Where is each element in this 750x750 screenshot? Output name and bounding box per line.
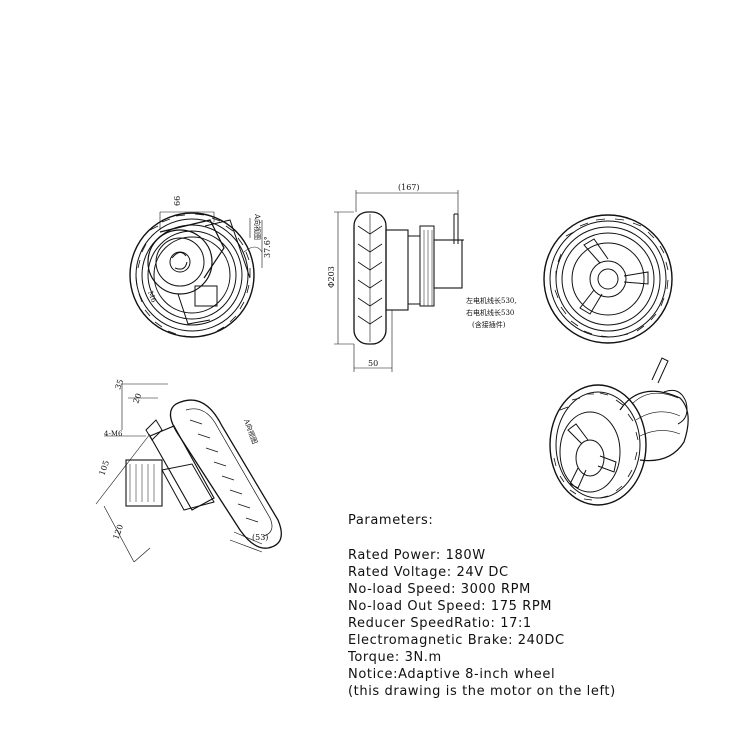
perspective-view-spokes <box>567 423 617 489</box>
side-view-note-2: 右电机线长530 <box>466 308 514 317</box>
iso-view: 35 20 4-M6 105 120 (53) A向视图 <box>95 378 282 563</box>
side-view-dimensions <box>334 190 459 372</box>
param-rated-voltage: Rated Voltage: 24V DC <box>348 565 509 580</box>
front-view-motor-housing <box>147 219 251 325</box>
side-view-dim-bottom: 50 <box>368 359 378 368</box>
front-view-view-label: A向视图 <box>253 213 262 240</box>
side-view-note-1: 左电机线长530, <box>466 296 517 305</box>
param-torque: Torque: 3N.m <box>348 650 442 665</box>
parameters-block: Parameters: Rated Power: 180W Rated Volt… <box>348 512 616 700</box>
perspective-view <box>549 357 689 506</box>
front-view-hub-label: M6 <box>146 290 158 304</box>
iso-view-dim-d: 120 <box>111 523 125 540</box>
param-electromagnetic-brake: Electromagnetic Brake: 240DC <box>348 633 565 648</box>
parameters-title: Parameters: <box>348 513 434 528</box>
iso-view-dim-a: 35 <box>113 378 125 391</box>
param-notice: Notice:Adaptive 8-inch wheel <box>348 667 556 682</box>
front-view-dim-angle: 37.6° <box>263 236 272 258</box>
iso-view-tire <box>169 399 282 549</box>
front-view-tread <box>135 213 251 338</box>
iso-view-dim-bolts: 4-M6 <box>104 430 123 438</box>
side-view-tire <box>353 211 387 345</box>
front-view-dim-top: 66 <box>173 196 182 206</box>
front-view-dimensions <box>159 211 263 268</box>
side-view-motor <box>385 213 464 311</box>
perspective-view-motor <box>619 357 689 462</box>
perspective-view-tire <box>549 384 647 506</box>
side-view-dim-length: (167) <box>398 183 420 192</box>
iso-view-dim-e: (53) <box>252 533 268 542</box>
param-no-load-out-speed: No-load Out Speed: 175 RPM <box>348 599 553 614</box>
side-view: (167) Φ203 50 左电机线长530, 右电机线长530 (含接插件) <box>327 183 517 372</box>
iso-view-view-label: A向视图 <box>242 417 260 446</box>
param-reducer-speed-ratio: Reducer SpeedRatio: 17:1 <box>348 616 532 631</box>
rear-view <box>543 214 673 344</box>
front-view-wheel <box>129 212 255 338</box>
rear-view-spokes <box>579 238 649 315</box>
param-rated-power: Rated Power: 180W <box>348 548 486 563</box>
rear-view-wheel <box>543 214 673 344</box>
param-drawing-note: (this drawing is the motor on the left) <box>348 684 616 699</box>
iso-view-dim-b: 20 <box>131 392 143 405</box>
side-view-dim-diameter: Φ203 <box>327 266 336 288</box>
iso-view-dimensions <box>95 383 263 563</box>
rear-view-tread <box>554 218 669 338</box>
param-no-load-speed: No-load Speed: 3000 RPM <box>348 582 531 597</box>
side-view-note-3: (含接插件) <box>472 320 506 329</box>
iso-view-motor <box>125 419 215 511</box>
front-view: 66 37.6° A向视图 M6 <box>129 196 272 338</box>
iso-view-dim-c: 105 <box>97 459 111 476</box>
